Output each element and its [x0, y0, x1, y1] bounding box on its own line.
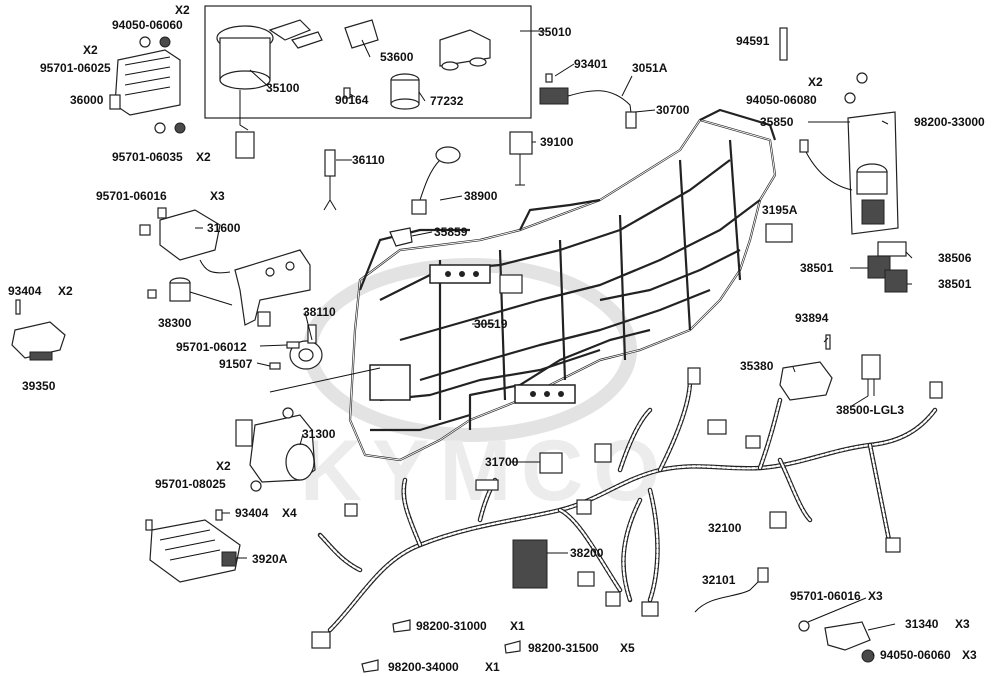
part-label-p16: 39100 — [540, 135, 574, 149]
part-label-p37: 95701-08025 — [155, 477, 226, 491]
part-label-p6: 53600 — [380, 50, 414, 64]
regulator-36000-shape — [114, 49, 181, 116]
part-label-p12: 94591 — [736, 34, 770, 48]
qty-label-p46: X3 — [962, 648, 977, 662]
part-label-p46: 94050-06060 — [880, 648, 951, 662]
callout-box-frame — [204, 5, 532, 119]
part-label-p31: 93894 — [795, 311, 829, 325]
part-label-p14: 35850 — [760, 115, 794, 129]
watermark-text: KYMCO — [300, 423, 670, 519]
part-label-p20: 31600 — [207, 221, 241, 235]
qty-label-p49: X1 — [485, 660, 500, 674]
part-label-p8: 77232 — [430, 94, 464, 108]
qty-label-p47: X1 — [510, 619, 525, 633]
part-label-p24: 38501 — [800, 261, 834, 275]
part-label-p5: 35100 — [266, 81, 300, 95]
part-label-p28: 38300 — [158, 316, 192, 330]
part-label-p49: 98200-34000 — [388, 660, 459, 674]
part-label-p1: 94050-06060 — [112, 18, 183, 32]
qty-label-p26: X2 — [58, 284, 73, 298]
part-label-p15: 98200-33000 — [914, 115, 985, 129]
qty-label-p45: X3 — [955, 617, 970, 631]
leader-lines — [189, 30, 913, 657]
part-label-p29: 38110 — [303, 305, 336, 319]
qty-label-p4: X2 — [196, 150, 211, 164]
part-label-p39: 32100 — [708, 521, 742, 535]
part-label-p26: 93404 — [8, 284, 42, 298]
part-label-p44: 95701-06016 — [790, 589, 861, 603]
part-labels: X2 94050-06060 X2 95701-06025 36000 9570… — [8, 3, 985, 674]
qty-label-p37: X2 — [216, 459, 231, 473]
part-label-p48: 98200-31500 — [528, 641, 599, 655]
part-label-p43: 32101 — [702, 573, 736, 587]
part-label-p23: 38506 — [938, 251, 972, 265]
part-label-p47: 98200-31000 — [416, 619, 487, 633]
callout-box-35010 — [204, 5, 545, 119]
part-label-p4: 95701-06035 — [112, 150, 183, 164]
part-label-p21: 35859 — [434, 225, 468, 239]
part-label-p34: 35380 — [740, 359, 774, 373]
qty-label-p48: X5 — [620, 641, 635, 655]
part-label-p40: 93404 — [235, 506, 269, 520]
part-label-p9: 93401 — [574, 57, 608, 71]
part-label-p33: 91507 — [219, 357, 253, 371]
qty-label-p1: X2 — [175, 3, 190, 17]
wire-harness-32100 — [311, 367, 943, 649]
part-label-p32: 95701-06012 — [176, 340, 247, 354]
part-label-p18: 38900 — [464, 189, 498, 203]
part-label-p38: 31700 — [485, 455, 519, 469]
part-label-p41: 3920A — [252, 552, 288, 566]
part-shapes — [11, 19, 908, 673]
part-label-p19: 95701-06016 — [96, 189, 167, 203]
qty-label-p40: X4 — [282, 506, 297, 520]
part-label-p36: 31300 — [302, 427, 336, 441]
part-label-p45: 31340 — [905, 617, 939, 631]
qty-label-p13: X2 — [808, 75, 823, 89]
callout-box-35010-label: 35010 — [538, 25, 572, 39]
qty-label-p2: X2 — [83, 43, 98, 57]
part-label-p42: 38200 — [570, 546, 604, 560]
part-label-p30: 30519 — [474, 317, 508, 331]
part-label-p17: 36110 — [352, 153, 385, 167]
part-label-p11: 30700 — [656, 103, 690, 117]
part-label-p2: 95701-06025 — [40, 61, 111, 75]
qty-label-p19: X3 — [210, 189, 225, 203]
part-label-p22: 3195A — [762, 203, 798, 217]
part-label-p27: 39350 — [22, 379, 56, 393]
qty-label-p44: X3 — [868, 589, 883, 603]
part-label-p13: 94050-06080 — [746, 93, 817, 107]
part-label-p7: 90164 — [335, 93, 369, 107]
part-label-p35: 38500-LGL3 — [836, 403, 904, 417]
part-label-p10: 3051A — [632, 61, 668, 75]
main-frame — [348, 108, 777, 462]
part-label-p3: 36000 — [70, 93, 104, 107]
part-label-p25: 38501 — [938, 277, 972, 291]
